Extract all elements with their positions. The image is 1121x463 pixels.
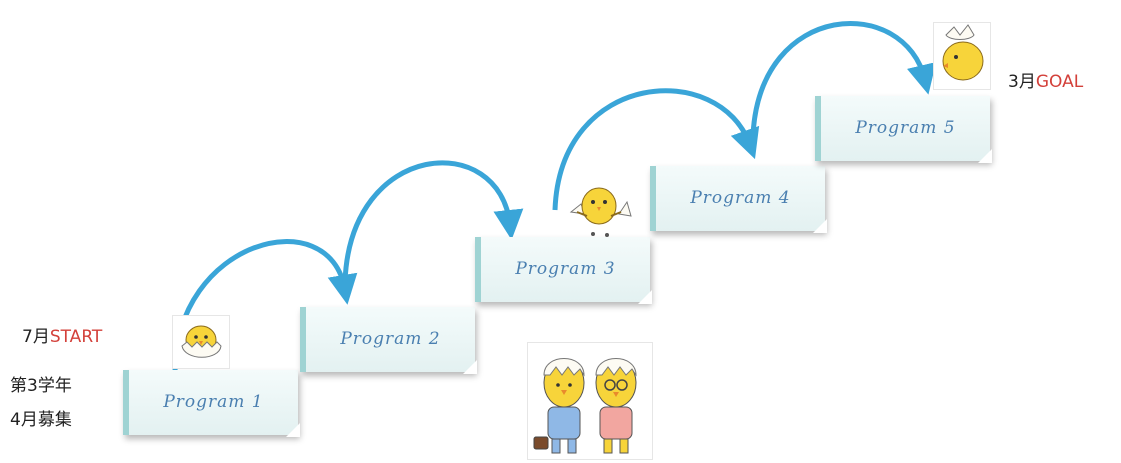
start-month: 7月: [22, 327, 50, 347]
program-step-4: Program 4: [650, 166, 827, 233]
chick-icon: [933, 22, 991, 90]
start-label: 7月START: [22, 322, 102, 347]
program-step-label: Program 2: [340, 329, 441, 349]
arc-2-to-3: [342, 160, 524, 283]
hatched-chick-icon: [563, 182, 635, 242]
goal-label: 3月GOAL: [1008, 67, 1083, 92]
recruit-line-1: 第3学年: [10, 376, 72, 396]
program-step-1: Program 1: [123, 370, 300, 437]
goal-month: 3月: [1008, 72, 1036, 92]
program-step-label: Program 4: [690, 188, 791, 208]
recruit-line-2: 4月募集: [10, 410, 72, 430]
program-step-5: Program 5: [815, 96, 992, 163]
program-step-3: Program 3: [475, 237, 652, 304]
goal-word: GOAL: [1035, 72, 1084, 92]
hatching-chick-icon: [172, 315, 230, 369]
arc-4-to-5: [750, 21, 937, 136]
program-step-label: Program 1: [163, 392, 264, 412]
program-step-2: Program 2: [300, 307, 477, 374]
program-step-label: Program 3: [515, 259, 616, 279]
program-step-label: Program 5: [855, 118, 956, 138]
chick-parents-icon: [527, 342, 653, 460]
arc-3-to-4: [552, 88, 760, 211]
start-word: START: [49, 327, 103, 347]
